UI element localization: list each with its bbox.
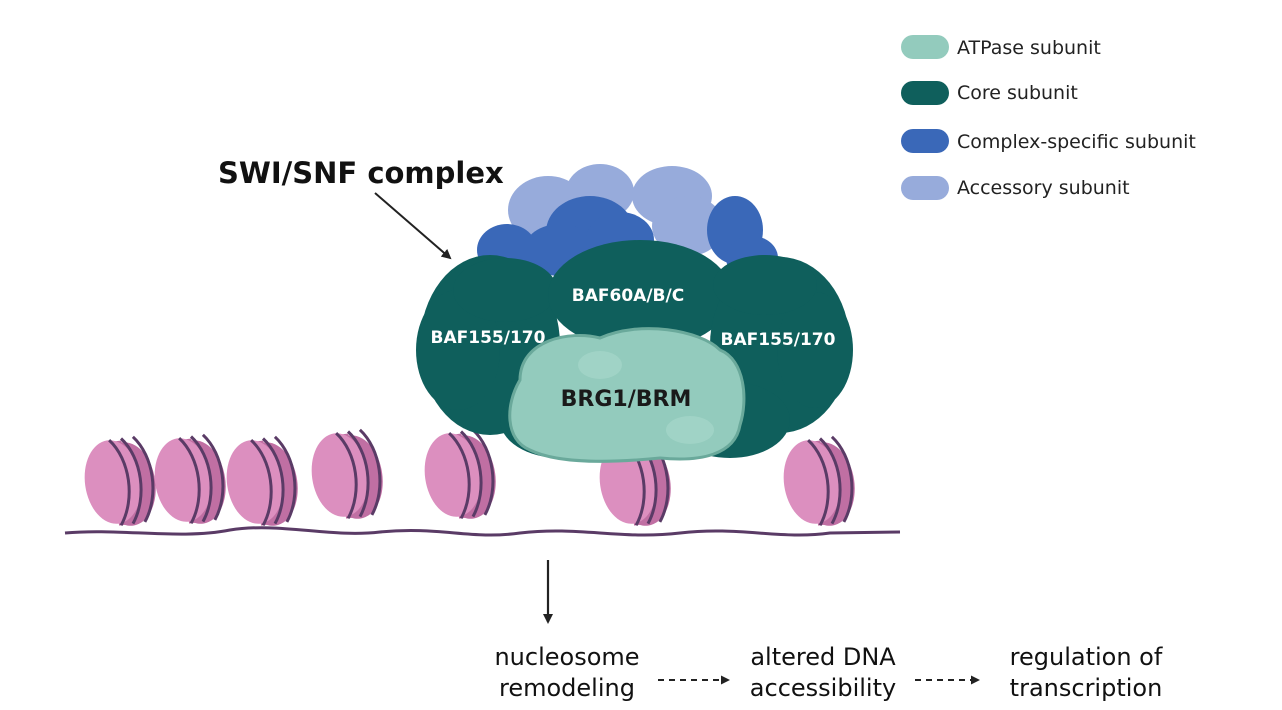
flow-step-2-line1: altered DNA bbox=[750, 643, 896, 671]
flow-step-3-line1: regulation of bbox=[1010, 643, 1163, 671]
title-pointer-arrow bbox=[374, 192, 452, 260]
legend-item-accessory: Accessory subunit bbox=[901, 176, 1130, 200]
nucleosome bbox=[783, 435, 855, 527]
flow-step-accessibility: altered DNA accessibility bbox=[750, 643, 896, 702]
subunit-label-atpase: BRG1/BRM bbox=[561, 387, 692, 412]
flow-step-3-line2: transcription bbox=[1010, 674, 1163, 702]
atpase-subunit bbox=[508, 327, 746, 463]
legend-swatch-complex-specific bbox=[901, 129, 949, 153]
flow-step-transcription: regulation of transcription bbox=[1010, 643, 1163, 702]
legend-swatch-accessory bbox=[901, 176, 949, 200]
nucleosome bbox=[226, 435, 298, 527]
flow-step-2-line2: accessibility bbox=[750, 674, 896, 702]
core-subunit bbox=[416, 240, 853, 458]
legend: ATPase subunit Core subunit Complex-spec… bbox=[901, 35, 1196, 200]
nucleosome bbox=[424, 428, 496, 520]
flow-step-remodeling: nucleosome remodeling bbox=[494, 643, 639, 702]
nucleosome bbox=[154, 433, 226, 525]
legend-item-core: Core subunit bbox=[901, 81, 1078, 105]
subunit-label-middle: BAF60A/B/C bbox=[572, 286, 684, 306]
flow-step-1-line2: remodeling bbox=[499, 674, 635, 702]
swi-snf-complex: BAF155/170 BAF60A/B/C BAF155/170 BRG1/BR… bbox=[416, 164, 853, 463]
legend-item-atpase: ATPase subunit bbox=[901, 35, 1101, 59]
nucleosome bbox=[311, 428, 383, 520]
legend-label-core: Core subunit bbox=[957, 82, 1078, 104]
flow-step-1-line1: nucleosome bbox=[494, 643, 639, 671]
legend-item-complex-specific: Complex-specific subunit bbox=[901, 129, 1196, 153]
legend-label-complex-specific: Complex-specific subunit bbox=[957, 131, 1196, 153]
legend-label-atpase: ATPase subunit bbox=[957, 37, 1101, 59]
accessory-subunit bbox=[508, 164, 724, 256]
dna-strand bbox=[64, 526, 901, 537]
subunit-label-right: BAF155/170 bbox=[721, 330, 836, 350]
diagram-title: SWI/SNF complex bbox=[218, 156, 504, 190]
legend-label-accessory: Accessory subunit bbox=[957, 177, 1130, 199]
legend-swatch-atpase bbox=[901, 35, 949, 59]
legend-swatch-core bbox=[901, 81, 949, 105]
nucleosome bbox=[84, 435, 156, 527]
subunit-label-left: BAF155/170 bbox=[431, 328, 546, 348]
